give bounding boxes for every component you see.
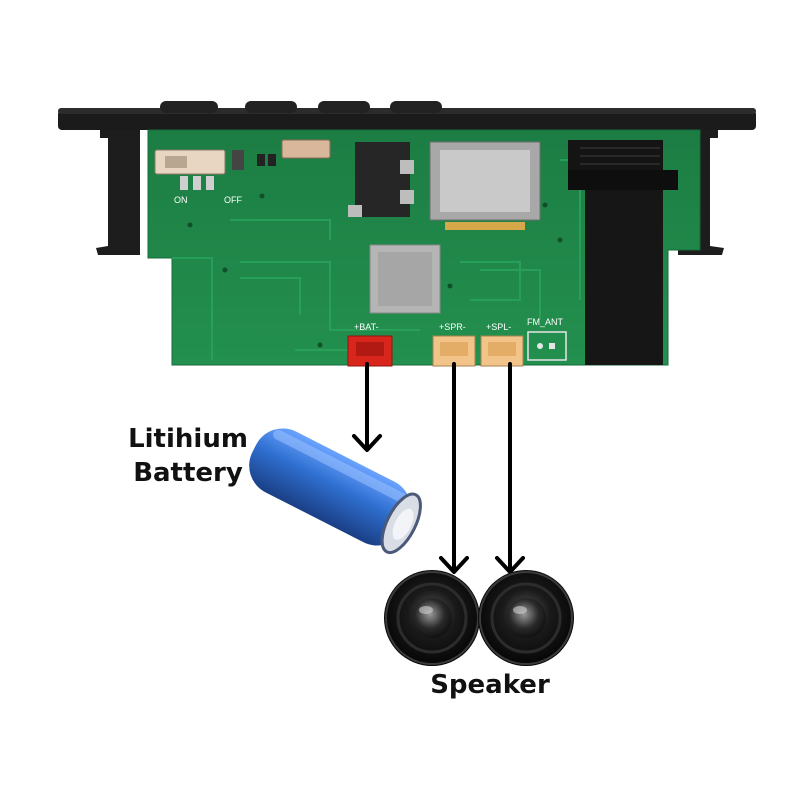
ic-pad	[348, 205, 362, 217]
speaker-left-arrow	[495, 362, 525, 574]
speaker-caption: Speaker	[430, 670, 550, 700]
speaker-right-connector-label: +SPR-	[439, 322, 466, 332]
audio-jack-body	[585, 170, 663, 365]
audio-jack-ridge	[568, 170, 678, 190]
audio-module-board: ON OFF +BAT-	[58, 101, 756, 367]
front-panel	[58, 110, 756, 130]
button-knob	[390, 101, 442, 113]
speaker-icon	[478, 570, 574, 666]
battery-icon	[249, 428, 422, 555]
battery-connector: +BAT-	[347, 322, 393, 367]
fm-antenna-connector: FM_ANT	[527, 317, 567, 361]
smd-component	[268, 154, 276, 166]
sd-contacts	[445, 222, 525, 230]
chip-texture	[378, 252, 432, 306]
switch-pin	[193, 176, 201, 190]
speaker-right-connector: +SPR-	[432, 322, 476, 367]
speaker-icon	[384, 570, 480, 666]
switch-pin	[180, 176, 188, 190]
button-knob	[245, 101, 297, 113]
jack-ridges	[580, 147, 660, 165]
speaker-right-arrow	[439, 362, 469, 574]
power-switch-slider	[165, 156, 187, 168]
battery-connector-label: +BAT-	[354, 322, 379, 332]
button-knob	[160, 101, 218, 113]
switch-off-label: OFF	[224, 195, 242, 205]
fm-antenna-label: FM_ANT	[527, 317, 564, 327]
switch-on-label: ON	[174, 195, 188, 205]
battery-caption-line1: Litihium	[128, 424, 248, 454]
battery-arrow	[352, 362, 382, 452]
left-clip	[96, 130, 140, 255]
button-knob	[318, 101, 370, 113]
battery-caption-line2: Battery	[133, 458, 243, 488]
wiring-arrows	[352, 362, 525, 574]
sd-card-slot-inner	[440, 150, 530, 212]
smd-component	[232, 150, 244, 170]
ribbon-connector	[281, 139, 331, 159]
switch-pin	[206, 176, 214, 190]
battery-caption: Litihium Battery	[118, 422, 258, 490]
speaker-left-connector-label: +SPL-	[486, 322, 511, 332]
smd-component	[257, 154, 265, 166]
ic-pad	[400, 160, 414, 174]
ic-block	[355, 142, 410, 217]
ic-pad	[400, 190, 414, 204]
speaker-left-connector: +SPL-	[480, 322, 524, 367]
